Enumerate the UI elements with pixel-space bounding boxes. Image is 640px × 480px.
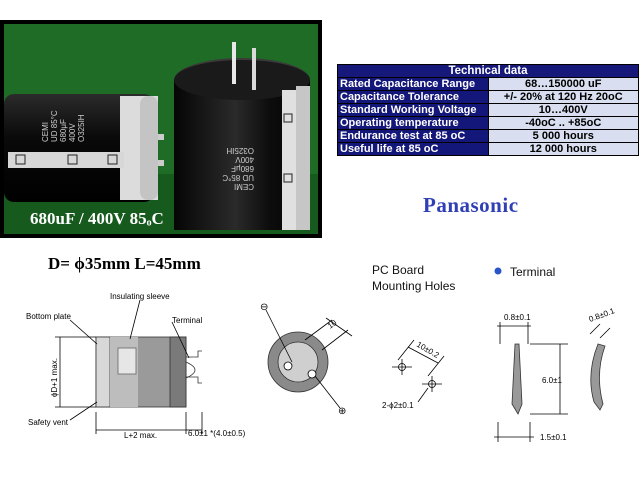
table-row: Capacitance Tolerance +/- 20% at 120 Hz … [337,90,639,104]
terminal-straight-view [494,322,568,442]
label-term-bent-width: 0.8±0.1 [588,306,617,324]
terminal-bent-view [589,323,611,411]
label-term-bottom-width: 1.5±0.1 [540,433,567,442]
row-label: Operating temperature [337,116,489,130]
table-row: Operating temperature -40oC .. +85oC [337,116,639,130]
row-value: 10…400V [487,103,639,117]
row-value: +/- 20% at 120 Hz 20oC [487,90,639,104]
label-term-height: 6.0±1 [542,376,563,385]
row-label: Capacitance Tolerance [337,90,489,104]
label-safety-vent: Safety vent [28,418,69,427]
label-insulating-sleeve: Insulating sleeve [110,292,170,301]
table-header-row: Technical data [337,64,639,78]
photo-background: CEMI UD 85°C 680μF 400V O325IH [4,24,318,234]
row-value: 12 000 hours [487,142,639,156]
capacitor-photo: CEMI UD 85°C 680μF 400V O325IH [0,20,322,238]
side-view [55,299,203,434]
terminal-legend-dot [494,267,502,275]
row-value: 5 000 hours [487,129,639,143]
dimension-drawing: Insulating sleeve Bottom plate Terminal … [26,263,617,442]
photo-caption: 680uF / 400V 85ₒC [30,209,164,228]
label-minus-sign: ⊖ [260,302,268,313]
label-pc-board: PC Board [372,263,424,277]
label-terminal-legend: Terminal [510,265,555,279]
left-capacitor: CEMI UD 85°C 680μF 400V O325IH [4,94,164,202]
row-label: Rated Capacitance Range [337,77,489,91]
row-label: Standard Working Voltage [337,103,489,117]
label-terminal: Terminal [172,316,202,325]
label-hole-diameter: 2-ϕ2±0.1 [382,401,414,410]
right-capacitor: CEMI UD 85°C 680μF 400V O325IH [174,42,310,230]
pcb-holes-view [392,339,445,403]
left-cap-print: CEMI UD 85°C 680μF 400V O325IH [41,108,86,142]
label-mounting-holes: Mounting Holes [372,279,455,293]
table-title: Technical data [337,64,639,78]
technical-data-table: Technical data Rated Capacitance Range 6… [337,64,639,156]
row-label: Endurance test at 85 oC [337,129,489,143]
right-cap-print: CEMI UD 85°C 680μF 400V O325IH [220,146,254,191]
row-value: 68…150000 uF [487,77,639,91]
label-bottom-plate: Bottom plate [26,312,71,321]
table-row: Rated Capacitance Range 68…150000 uF [337,77,639,91]
label-diameter: ϕD+1 max. [50,358,59,397]
label-lead-length: 6.0±1 *(4.0±0.5) [188,429,246,438]
table-row: Endurance test at 85 oC 5 000 hours [337,129,639,143]
label-length: L+2 max. [124,431,157,440]
row-value: -40oC .. +85oC [487,116,639,130]
table-row: Useful life at 85 oC 12 000 hours [337,142,639,156]
table-row: Standard Working Voltage 10…400V [337,103,639,117]
brand-logo: Panasonic [423,193,519,217]
label-hole-spacing: 10±0.2 [415,340,441,360]
capacitor-photo-drawing: CEMI UD 85°C 680μF 400V O325IH [4,24,318,234]
end-view [265,309,353,409]
dimensions-heading: D= ϕ35mm L=45mm [48,254,201,273]
label-term-top-width: 0.8±0.1 [504,313,531,322]
row-label: Useful life at 85 oC [337,142,489,156]
label-plus-sign: ⊕ [338,406,346,417]
